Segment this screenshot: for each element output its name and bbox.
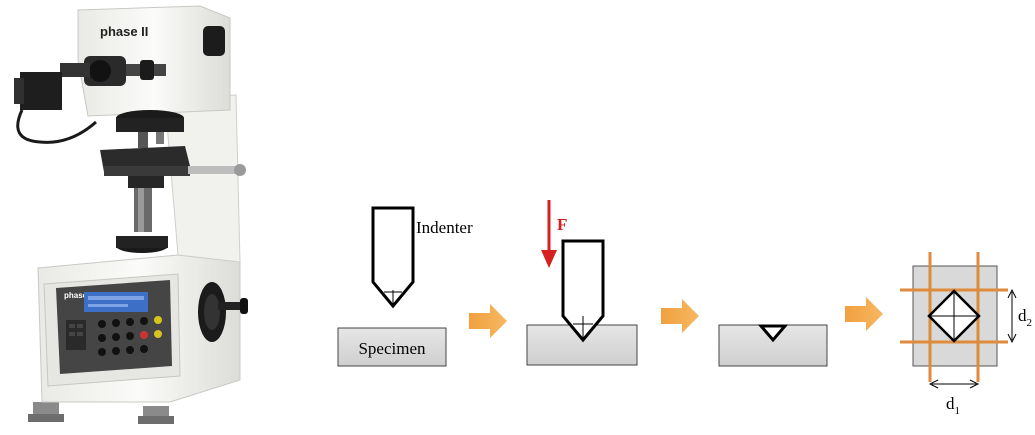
side-handwheel[interactable] [198,282,248,342]
xy-stage [100,146,246,188]
force-arrow-head [541,250,557,268]
indentation-mark [757,324,789,343]
indenter-shape-step1 [371,206,415,309]
control-panel: phase II [43,273,181,387]
panel-brand-label: phase II [64,291,94,300]
process-arrow-2 [661,299,699,333]
keypad[interactable] [66,316,162,356]
d2-dimension-arrow [1007,288,1017,344]
indenter-label: Indenter [416,218,473,237]
d1-dimension-arrow [928,379,980,389]
lcd-display [84,292,148,312]
eyepiece [60,56,166,86]
process-arrow-1 [469,304,507,338]
elevating-screw [116,188,168,253]
d2-label: d2 [1018,306,1032,329]
d1-label: d1 [946,394,960,417]
step-3-indentation [718,324,828,367]
specimen-block-step1 [337,327,447,367]
machine-feet [28,402,174,424]
process-arrow-3 [845,297,883,331]
focus-knob[interactable] [203,26,225,56]
camera-module [14,72,97,144]
step-4-measurement-view: d2 d1 [900,252,1032,417]
step-2-load-applied: F [526,200,638,366]
step-1-indenter-above-specimen: Indenter Specimen [337,206,473,367]
force-label: F [557,215,567,234]
indenter-shape-step2 [561,239,605,343]
machine-head [77,5,231,117]
specimen-label: Specimen [358,339,426,358]
machine-brand-label: phase II [100,24,148,39]
hardness-tester-machine: phase II [14,5,248,424]
objective-turret [116,110,184,148]
